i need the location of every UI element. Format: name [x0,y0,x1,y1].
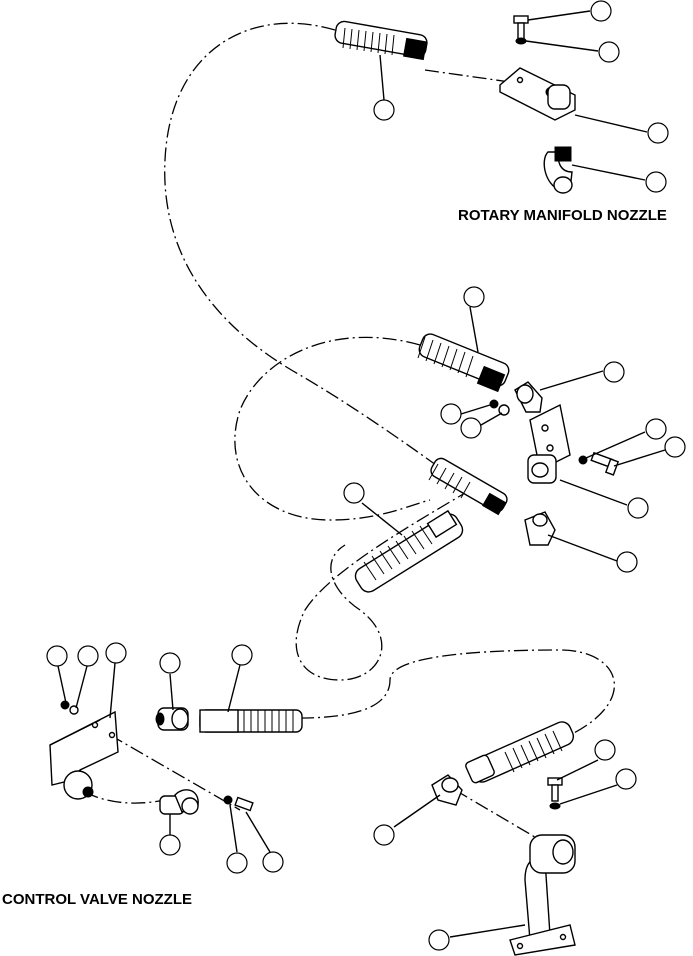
rotary-bolt [513,15,529,45]
callout-circle [373,824,395,846]
callout-circle [460,417,482,439]
callout-circle [226,852,248,874]
middle-bracket [527,403,571,484]
lower-hose [465,721,575,784]
callout-circle [664,436,686,458]
middle-elbow [514,381,543,413]
callout-circle [645,171,667,193]
rotary-nozzle [543,146,573,194]
rotary-manifold-nozzle-label: ROTARY MANIFOLD NOZZLE [458,207,667,224]
control-nozzle [159,789,199,815]
lower-nozzle [509,834,576,956]
middle-hose-upper [417,333,510,393]
callout-circle [590,0,612,22]
callout-circle [594,739,616,761]
middle-washers [489,399,510,416]
leader-lines [57,10,666,938]
callout-circle [616,551,638,573]
lower-bolt [547,777,563,810]
callout-circle [440,403,462,425]
callout-circle [46,645,68,667]
callout-circle [603,361,625,383]
callout-circle [463,286,485,308]
rotary-bracket [499,67,576,121]
control-elbow [155,707,189,731]
callout-circle [343,482,365,504]
lower-elbow [431,774,463,806]
callout-circle [231,644,253,666]
callout-circle [373,99,395,121]
rotary-hose [334,20,428,61]
callout-circle [105,642,127,664]
callout-circle [598,41,620,63]
control-valve-nozzle-label: CONTROL VALVE NOZZLE [2,891,192,908]
callout-circle [159,652,181,674]
callout-circle [627,497,649,519]
control-bracket [49,710,119,800]
control-bolt [223,795,254,812]
callout-circle [77,645,99,667]
middle-hose-long [354,509,464,593]
callout-circle [615,768,637,790]
middle-tee [524,511,556,546]
callout-circle [159,834,181,856]
callout-circles [46,0,686,951]
callout-circle [647,122,669,144]
middle-bolt [578,451,620,476]
callout-circle [262,851,284,873]
callout-circle [645,418,667,440]
middle-hose-short [428,457,508,516]
routing-lines [84,22,615,841]
callout-circle [428,929,450,951]
control-hose [199,709,303,733]
